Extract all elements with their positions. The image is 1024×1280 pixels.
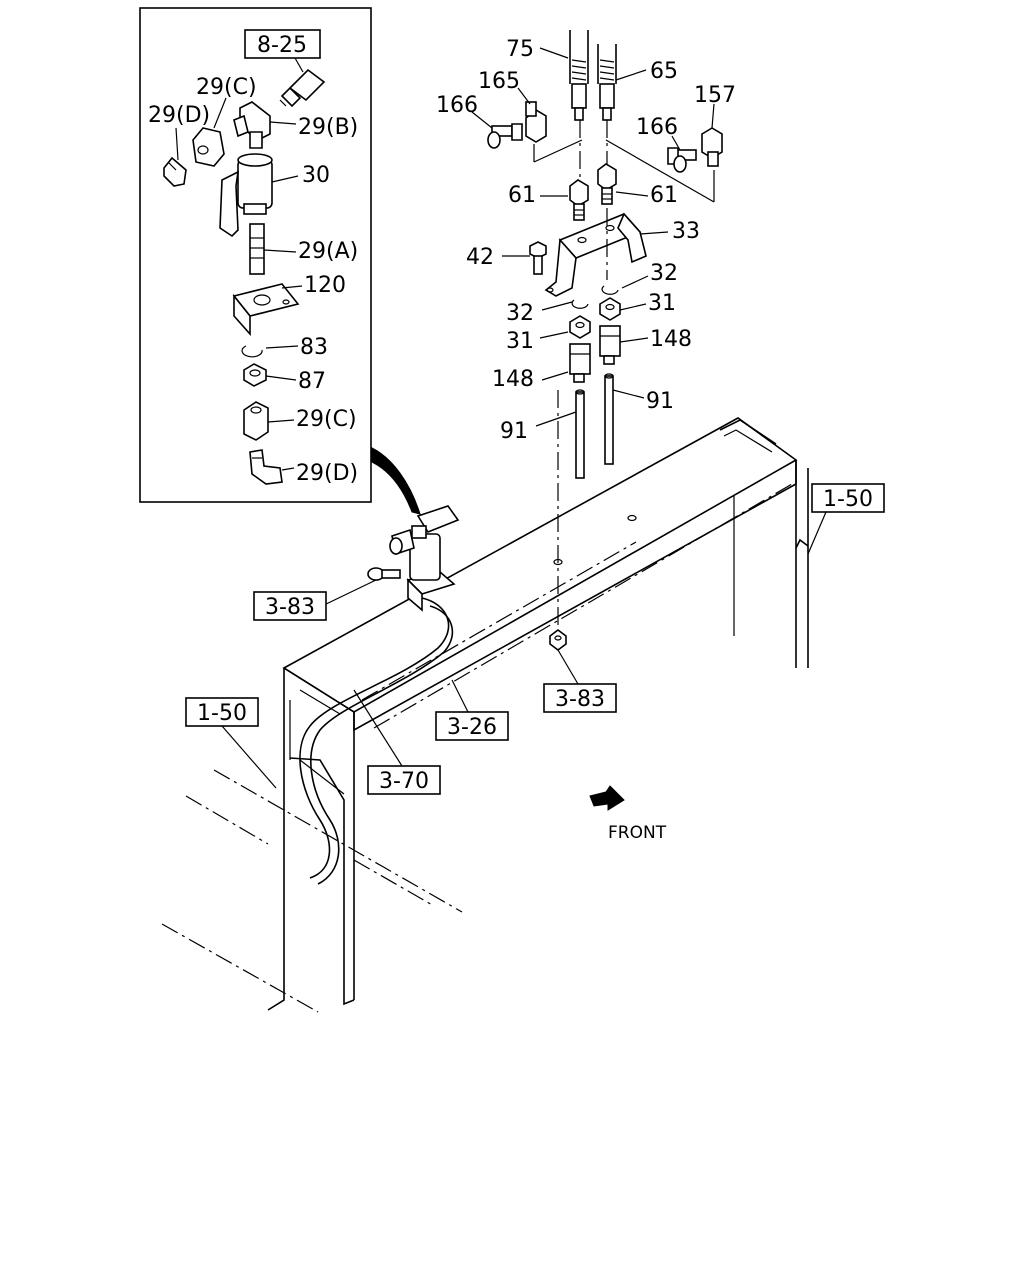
label-61-left: 61 — [508, 183, 536, 208]
part-120-bracket — [232, 283, 300, 337]
label-91-right: 91 — [646, 389, 674, 414]
ref-box-3-70[interactable] — [367, 765, 441, 795]
label-166-right: 166 — [636, 115, 678, 140]
ref-label-1-50-left: 1-50 — [197, 701, 247, 726]
part-75-hose — [569, 30, 589, 121]
ref-label-1-50-right: 1-50 — [823, 487, 873, 512]
label-65: 65 — [650, 59, 678, 84]
part-148-left-fitting — [569, 343, 591, 383]
ref-box-3-83-left[interactable] — [253, 591, 327, 621]
part-29a-nipple — [249, 223, 265, 275]
part-3-83-center-nut — [549, 629, 567, 651]
part-157-elbow — [701, 127, 723, 167]
label-42: 42 — [466, 245, 494, 270]
label-157: 157 — [694, 83, 736, 108]
part-29c-bottom-nut — [243, 401, 269, 441]
label-148-right: 148 — [650, 327, 692, 352]
part-33-bracket — [544, 212, 647, 297]
ref-box-1-50-right[interactable] — [811, 483, 885, 513]
label-29d-top: 29(D) — [148, 103, 210, 128]
part-148-right-fitting — [599, 325, 621, 365]
label-33: 33 — [672, 219, 700, 244]
label-61-right: 61 — [650, 183, 678, 208]
part-42-bolt — [529, 241, 547, 275]
part-3-83-left-bolt — [367, 567, 401, 581]
part-29d-top-elbow — [163, 156, 187, 187]
part-91-right-pipe — [604, 373, 614, 465]
ref-label-8-25: 8-25 — [257, 33, 307, 58]
label-29a: 29(A) — [298, 239, 358, 264]
part-61-left-fitting — [569, 179, 589, 221]
label-31-left: 31 — [506, 329, 534, 354]
label-87: 87 — [298, 369, 326, 394]
label-32-left: 32 — [506, 301, 534, 326]
label-83: 83 — [300, 335, 328, 360]
label-29d-bottom: 29(D) — [296, 461, 358, 486]
part-61-right-fitting — [597, 163, 617, 205]
part-31-right-nut — [599, 297, 621, 321]
part-83-washer — [241, 345, 263, 358]
part-29d-bottom-elbow — [249, 449, 283, 485]
part-32-right-washer — [601, 285, 619, 295]
part-8-25-fitting — [279, 68, 326, 108]
part-166-left-fitting — [487, 123, 523, 149]
label-30: 30 — [302, 163, 330, 188]
label-91-left: 91 — [500, 419, 528, 444]
label-29c-bottom: 29(C) — [296, 407, 357, 432]
part-166-right-fitting — [667, 147, 697, 173]
ref-label-3-70: 3-70 — [379, 769, 429, 794]
ref-box-3-26[interactable] — [435, 711, 509, 741]
label-120: 120 — [304, 273, 346, 298]
detail-pointer-arrow — [371, 447, 421, 515]
part-91-left-pipe — [575, 389, 585, 479]
valve-assembly-on-frame — [389, 505, 460, 612]
upper-assembly: 75 65 165 166 — [436, 30, 736, 636]
frame-crossmember — [161, 417, 809, 1013]
label-166-left: 166 — [436, 93, 478, 118]
label-29c-top: 29(C) — [196, 75, 257, 100]
part-165-elbow — [525, 101, 547, 143]
ref-box-3-83-center[interactable] — [543, 683, 617, 713]
part-29c-top-nut — [192, 127, 225, 167]
label-148-left: 148 — [492, 367, 534, 392]
ref-box-1-50-left[interactable] — [185, 697, 259, 727]
label-32-right: 32 — [650, 261, 678, 286]
label-75: 75 — [506, 37, 534, 62]
part-65-hose — [597, 44, 617, 121]
part-87-nut — [243, 363, 267, 387]
part-29b-elbow-fitting — [233, 101, 271, 149]
label-29b: 29(B) — [298, 115, 358, 140]
ref-label-3-83-left: 3-83 — [265, 595, 315, 620]
part-31-left-nut — [569, 315, 591, 339]
part-30-valve — [219, 153, 273, 238]
label-31-right: 31 — [648, 291, 676, 316]
front-direction-arrow-icon — [589, 785, 625, 811]
ref-label-3-26: 3-26 — [447, 715, 497, 740]
part-32-left-washer — [571, 299, 589, 309]
inset-detail-box: 8-25 29(C) 29(D) 29(B) — [139, 7, 372, 503]
label-165: 165 — [478, 69, 520, 94]
front-label: FRONT — [608, 823, 667, 843]
ref-box-8-25[interactable] — [244, 29, 321, 59]
ref-label-3-83-center: 3-83 — [555, 687, 605, 712]
